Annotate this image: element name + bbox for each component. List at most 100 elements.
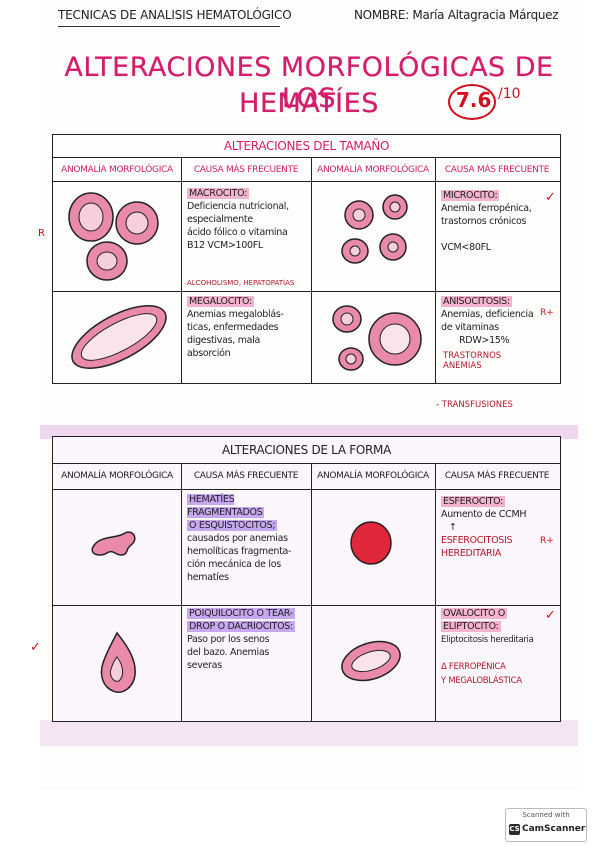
grade-mark: 7.6 /10 bbox=[448, 84, 548, 124]
macrocyte-drawing bbox=[68, 192, 159, 281]
cause-line: Anemias megaloblás- bbox=[187, 309, 284, 320]
col-cause-header: CAUSA MÁS FRECUENTE bbox=[444, 165, 550, 175]
page-title-line2: HEMATÍES bbox=[239, 88, 379, 119]
grade-score: 7.6 bbox=[456, 88, 492, 112]
dacrocyte-name: POIQUILOCITO O TEAR- bbox=[187, 608, 295, 619]
table-rule bbox=[53, 489, 560, 490]
cause-line: hematíes bbox=[187, 572, 229, 583]
cause-line: digestivas, mala bbox=[187, 335, 261, 346]
checkmark-icon: ✓ bbox=[545, 190, 556, 205]
cause-line: ción mecánica de los bbox=[187, 559, 281, 570]
cause-line: de vitaminas bbox=[441, 322, 499, 333]
cause-line: absorción bbox=[187, 348, 231, 359]
schistocyte-drawing bbox=[91, 531, 136, 556]
ovalocyte-drawing bbox=[341, 640, 401, 682]
spherocyte-cell: ESFEROCITO: Aumento de CCMH ↑ ESFEROCITO… bbox=[441, 495, 557, 560]
course-title: TECNICAS DE ANALISIS HEMATOLÓGICO bbox=[58, 8, 292, 22]
ovalocyte-name: ELIPTOCITO: bbox=[441, 621, 501, 632]
table-rule bbox=[53, 605, 560, 606]
cause-line: severas bbox=[187, 660, 222, 671]
microcyte-cell: MICROCITO: Anemia ferropénica, trastorno… bbox=[441, 189, 557, 254]
shape-section-title: ALTERACIONES DE LA FORMA bbox=[221, 443, 392, 457]
cause-line: Anemias, deficiencia bbox=[441, 309, 534, 320]
table-rule bbox=[53, 291, 560, 292]
camscanner-badge: Scanned with CS CamScanner bbox=[505, 808, 587, 842]
shape-alterations-table: ALTERACIONES DE LA FORMA ANOMALÍA MORFOL… bbox=[52, 436, 561, 722]
col-cause-header: CAUSA MÁS FRECUENTE bbox=[193, 471, 299, 481]
table-col-rule bbox=[181, 157, 182, 383]
cause-line: del bazo. Anemias bbox=[187, 647, 269, 658]
cause-line: causados por anemias bbox=[187, 533, 288, 544]
spherocyte-name: ESFEROCITO: bbox=[441, 496, 506, 507]
cause-line: RDW>15% bbox=[459, 335, 510, 346]
camscanner-brand: CamScanner bbox=[522, 824, 586, 834]
anisocytosis-cell: ANISOCITOSIS: Anemias, deficiencia de vi… bbox=[441, 295, 557, 347]
anisocytosis-name: ANISOCITOSIS: bbox=[441, 296, 512, 307]
anisocytosis-note-2: ANEMIAS bbox=[443, 361, 482, 371]
camscanner-logo-icon: CS bbox=[509, 824, 520, 835]
cause-line: Anemia ferropénica, bbox=[441, 203, 532, 214]
correction-mark: R bbox=[38, 228, 45, 239]
student-name: NOMBRE: María Altagracia Márquez bbox=[354, 8, 559, 22]
col-anomaly-header: ANOMALÍA MORFOLÓGICA bbox=[61, 471, 173, 481]
table-col-rule bbox=[435, 463, 436, 721]
cause-line: Δ FERROPÉNICA bbox=[441, 662, 506, 672]
table-col-rule bbox=[311, 157, 312, 383]
scanned-with-label: Scanned with bbox=[522, 811, 570, 819]
microcyte-drawing bbox=[341, 194, 408, 264]
course-underline bbox=[58, 26, 280, 27]
macrocyte-name: MACROCITO: bbox=[187, 188, 249, 199]
table-rule bbox=[53, 157, 560, 158]
schistocyte-name: O ESQUISTOCITOS; bbox=[187, 520, 278, 531]
correction-mark: R+ bbox=[540, 308, 554, 318]
cause-line: ácido fólico o vitamina bbox=[187, 227, 288, 238]
cause-line: Deficiencia nutricional, bbox=[187, 201, 289, 212]
schistocyte-name: HEMATÍES FRAGMENTADOS bbox=[187, 494, 265, 518]
cause-line: ticas, enfermedades bbox=[187, 322, 279, 333]
cause-line: HEREDITARIA bbox=[441, 548, 502, 559]
megalocyte-name: MEGALOCITO: bbox=[187, 296, 254, 307]
checkmark-icon: ✓ bbox=[545, 608, 556, 623]
cause-line: Aumento de CCMH bbox=[441, 509, 527, 520]
cause-line: Eliptocitosis hereditaria bbox=[441, 635, 534, 645]
microcyte-name: MICROCITO: bbox=[441, 190, 500, 201]
col-cause-header: CAUSA MÁS FRECUENTE bbox=[193, 165, 299, 175]
cause-line: B12 VCM>100FL bbox=[187, 240, 263, 251]
checkmark-icon: ✓ bbox=[30, 640, 41, 655]
page-divider-band bbox=[40, 720, 578, 746]
page-title-line1: ALTERACIONES MORFOLÓGICAS DE LOS bbox=[64, 52, 554, 114]
table-rule bbox=[53, 181, 560, 182]
col-anomaly-header: ANOMALÍA MORFOLÓGICA bbox=[317, 165, 429, 175]
table-col-rule bbox=[311, 463, 312, 721]
cause-line: ↑ bbox=[449, 522, 457, 533]
cause-line: trastornos crónicos bbox=[441, 216, 527, 227]
grade-note: /10 bbox=[498, 86, 521, 102]
dacrocyte-drawing bbox=[100, 631, 136, 693]
table-rule bbox=[53, 463, 560, 464]
anisocytosis-drawing bbox=[332, 305, 422, 371]
col-anomaly-header: ANOMALÍA MORFOLÓGICA bbox=[61, 165, 173, 175]
grade-circle bbox=[448, 84, 496, 120]
spherocyte-drawing bbox=[350, 521, 392, 565]
ovalocyte-cell: OVALOCITO O ELIPTOCITO: Eliptocitosis he… bbox=[441, 607, 557, 688]
table-col-rule bbox=[435, 157, 436, 383]
anisocytosis-note-3: - TRANSFUSIONES bbox=[436, 400, 513, 410]
ovalocyte-name: OVALOCITO O bbox=[441, 608, 508, 619]
macrocyte-note: ALCOHOLISMO, HEPATOPATÍAS bbox=[187, 279, 295, 287]
megalocyte-drawing bbox=[71, 305, 167, 369]
schistocyte-cell: HEMATÍES FRAGMENTADOS O ESQUISTOCITOS; c… bbox=[187, 493, 309, 584]
col-anomaly-header: ANOMALÍA MORFOLÓGICA bbox=[317, 471, 429, 481]
megalocyte-cell: MEGALOCITO: Anemias megaloblás- ticas, e… bbox=[187, 295, 309, 360]
table-col-rule bbox=[181, 463, 182, 721]
page-divider-band bbox=[40, 425, 578, 439]
cause-line: hemolíticas fragmenta- bbox=[187, 546, 292, 557]
size-alterations-table: ALTERACIONES DEL TAMAÑO ANOMALÍA MORFOLÓ… bbox=[52, 134, 561, 384]
dacrocyte-cell: POIQUILOCITO O TEAR- DROP O DACRIOCITOS:… bbox=[187, 607, 309, 672]
cause-line: ESFEROCITOSIS bbox=[441, 535, 513, 546]
cause-line: Paso por los senos bbox=[187, 634, 270, 645]
anisocytosis-note-1: TRASTORNOS bbox=[443, 351, 502, 361]
macrocyte-cell: MACROCITO: Deficiencia nutricional, espe… bbox=[187, 187, 309, 252]
dacrocyte-name: DROP O DACRIOCITOS: bbox=[187, 621, 295, 632]
correction-mark: R+ bbox=[540, 536, 554, 546]
cause-line: Y MEGALOBLÁSTICA bbox=[441, 676, 522, 686]
